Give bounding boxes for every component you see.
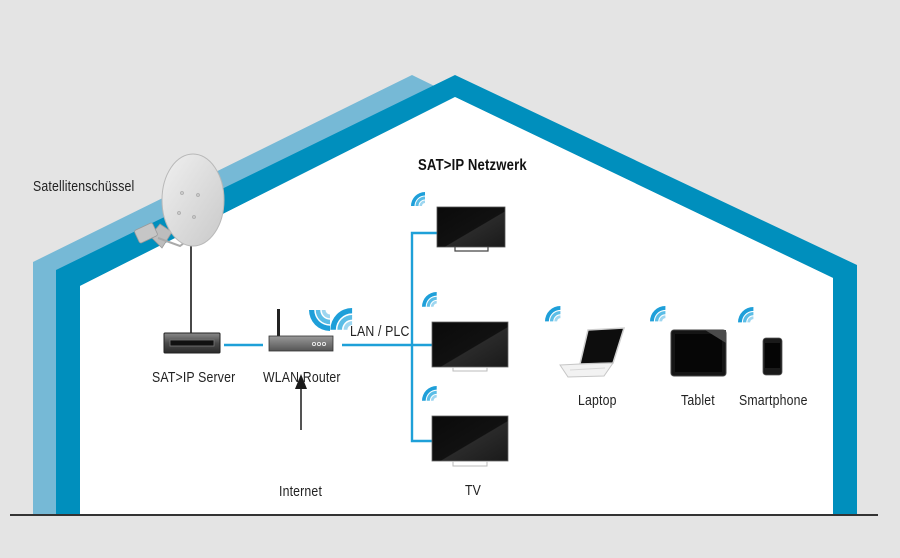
house-inner-band [56, 75, 857, 515]
label-sat-ip-server: SAT>IP Server [152, 369, 236, 386]
house-interior [80, 97, 833, 515]
satellite-dish-icon [134, 153, 225, 249]
page-title: SAT>IP Netzwerk [418, 157, 527, 174]
label-lan-plc: LAN / PLC [350, 323, 410, 340]
label-laptop: Laptop [578, 392, 617, 409]
smartphone-icon [738, 307, 783, 376]
label-tablet: Tablet [681, 392, 715, 409]
internet-arrow-head [295, 374, 307, 389]
lan-bus [410, 231, 438, 443]
tv-icon [411, 192, 506, 252]
tv-icon [422, 386, 509, 467]
label-tv: TV [465, 482, 482, 499]
sat-ip-server-icon [163, 332, 221, 354]
laptop-icon [545, 306, 626, 378]
wlan-router-icon [268, 308, 353, 352]
tv-icon [422, 292, 509, 372]
label-satellite-dish: Satellitenschüssel [33, 178, 135, 195]
label-internet: Internet [279, 483, 323, 500]
label-wlan-router: WLAN Router [263, 369, 341, 386]
label-smartphone: Smartphone [739, 392, 808, 409]
tablet-icon [650, 306, 727, 377]
